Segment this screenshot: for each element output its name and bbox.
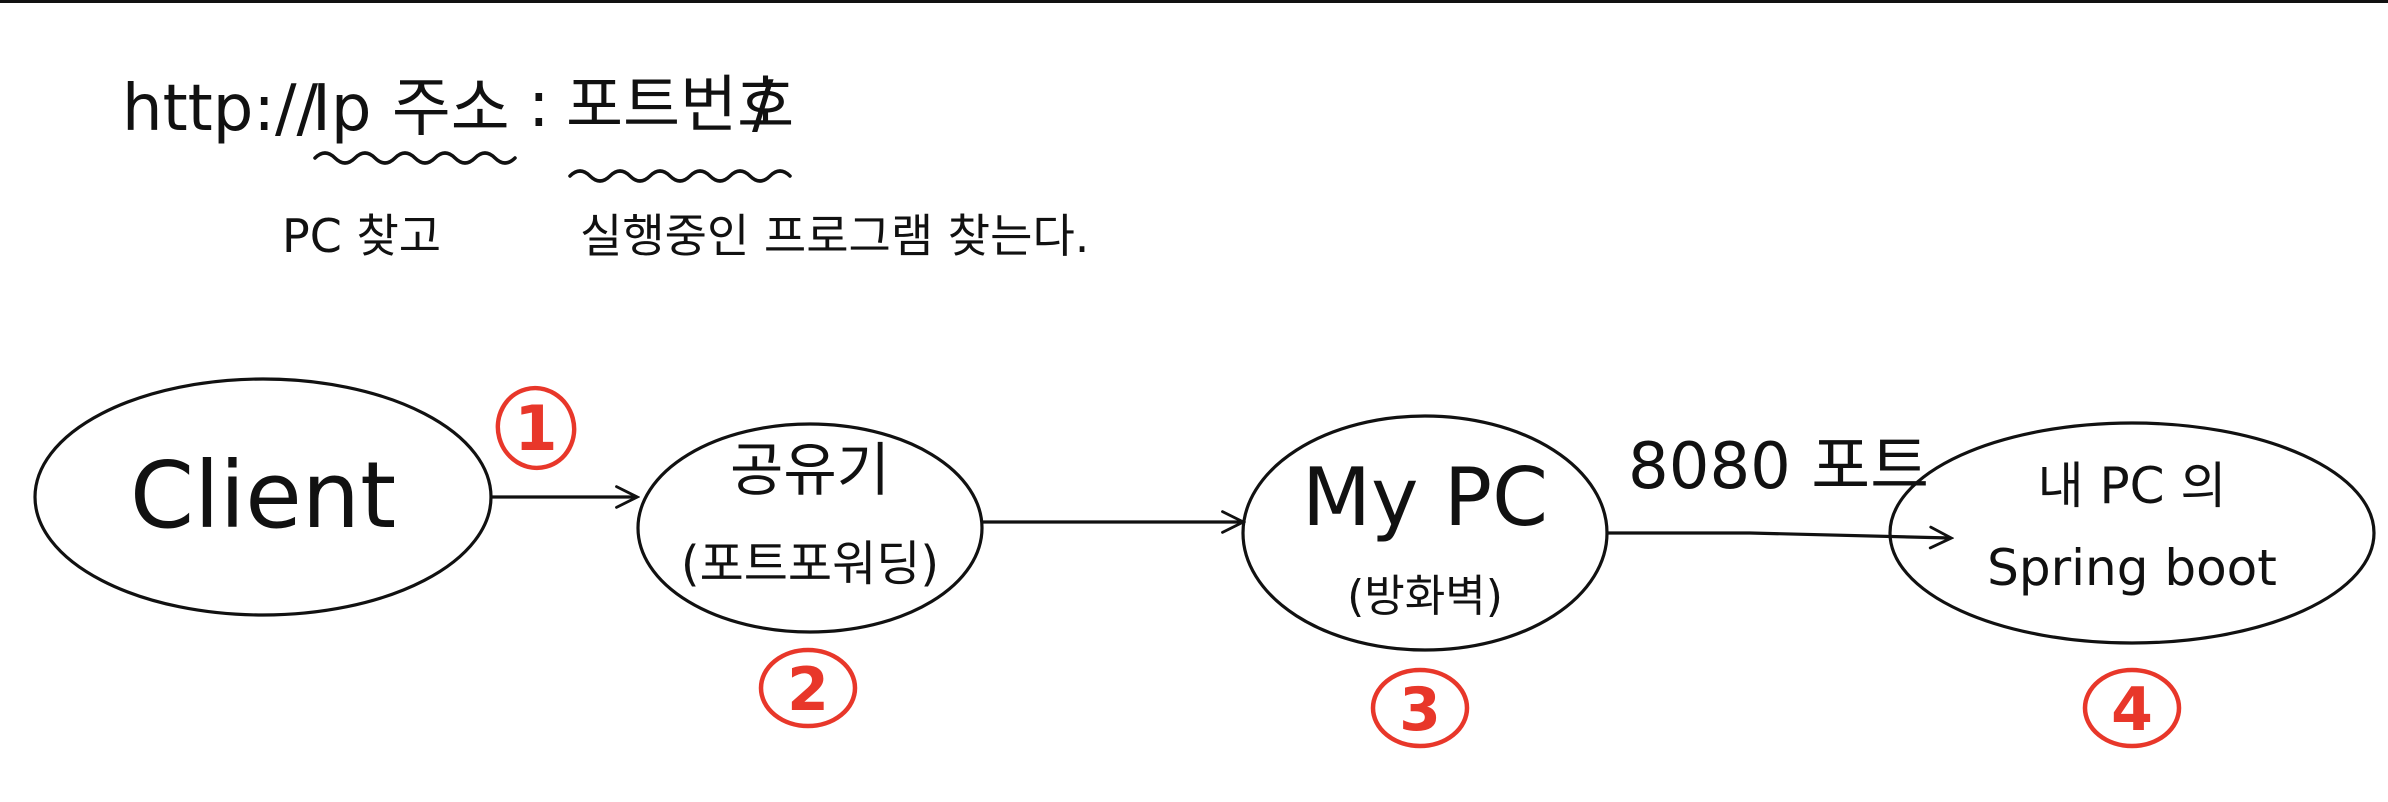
port-underline-squiggle [568,169,792,183]
node-mypc: My PC (방화벽) 3 [1241,414,1609,749]
node-label-line: (포트포워딩) [681,536,939,592]
node-ellipse [1888,421,2376,645]
port-number-label: 포트번호 [566,68,794,141]
edges-layer: 1 8080 포트 [489,385,1950,538]
step-number: 2 [787,655,829,725]
node-label-line: My PC [1302,451,1548,544]
node-label-line: 공유기 [730,436,890,504]
ip-note: PC 찾고 [282,209,441,263]
step-marker: 3 [1370,667,1470,749]
port-note: 실행중인 프로그램 찾는다. [580,209,1089,263]
trailing-slash: / [752,68,774,142]
ip-underline-squiggle [313,151,517,165]
step-marker: 2 [758,647,858,729]
step-ring [1370,667,1470,749]
step-number: 3 [1399,675,1441,745]
node-springboot: 내 PC 의 Spring boot 4 [1888,421,2376,749]
node-router: 공유기 (포트포워딩) 2 [636,422,984,729]
step-ring [758,647,858,729]
edge-label: 8080 포트 [1628,430,1929,504]
url-formula: http:// Ip 주소 : 포트번호 / PC 찾고 실행중인 프로그램 찾… [122,68,1089,263]
edge-arrow [1605,533,1950,538]
edge-mypc-springboot: 8080 포트 [1605,430,1950,538]
step-ring [495,385,577,471]
url-prefix: http:// [122,72,319,146]
step-marker: 1 [495,385,577,471]
node-label-line: (방화벽) [1347,571,1503,622]
node-label-line: 내 PC 의 [2038,457,2227,515]
step-ring [2082,667,2182,749]
node-label-line: Client [130,442,396,549]
node-client: Client [33,377,493,617]
step-number: 1 [514,392,557,465]
node-label-line: Spring boot [1987,539,2277,597]
separator-colon: : [528,68,550,142]
step-marker: 4 [2082,667,2182,749]
nodes-layer: Client 공유기 (포트포워딩) 2 My PC (방화벽) 3 내 PC 의 Spring… [33,377,2376,749]
node-ellipse [636,422,984,634]
ip-address-label: Ip 주소 [312,72,510,146]
step-number: 4 [2111,675,2153,745]
edge-client-router: 1 [489,385,636,497]
